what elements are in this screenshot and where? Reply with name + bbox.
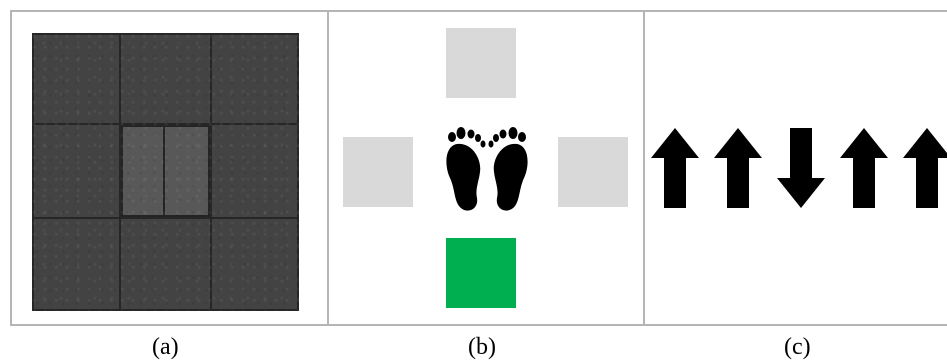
up-arrow-icon (903, 128, 947, 208)
down-arrow-icon (777, 128, 825, 208)
floor-tile (210, 33, 299, 125)
caption-b: (b) (468, 334, 496, 360)
panel-divider-bc (643, 10, 645, 326)
panel-divider-ab (327, 10, 329, 326)
caption-c: (c) (784, 334, 811, 360)
up-arrow-icon (714, 128, 762, 208)
center-tile-left (121, 125, 165, 217)
up-arrow-icon (651, 128, 699, 208)
floor-tile (32, 217, 121, 311)
left-square (343, 137, 413, 207)
center-tile-right (163, 125, 210, 217)
floor-tile (32, 123, 121, 219)
floor-tile (119, 217, 212, 311)
floor-tiles-photo (32, 33, 299, 311)
floor-tile (119, 33, 212, 125)
arrow-sequence (651, 128, 947, 208)
footprints-icon (446, 127, 528, 211)
floor-tile (210, 123, 299, 219)
up-arrow-icon (840, 128, 888, 208)
bottom-square (446, 238, 516, 308)
left-footprint (446, 127, 486, 211)
floor-tile (210, 217, 299, 311)
right-footprint (488, 127, 528, 211)
top-square (446, 28, 516, 98)
floor-tile (32, 33, 121, 125)
caption-a: (a) (152, 334, 179, 360)
right-square (558, 137, 628, 207)
